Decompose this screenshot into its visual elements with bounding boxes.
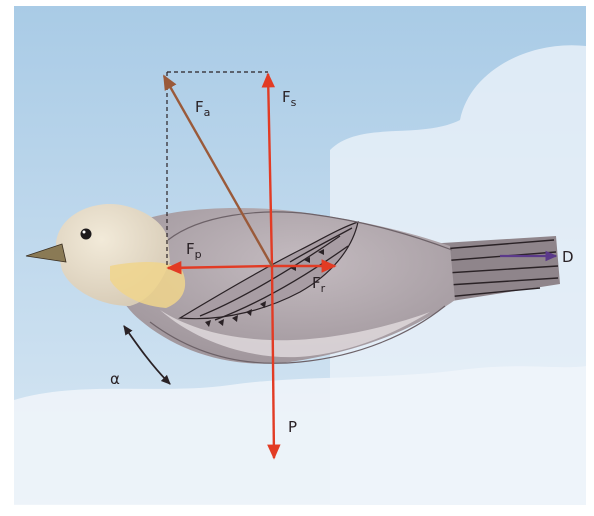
bird-eye [81,229,92,240]
label-alpha: α [110,370,120,388]
bird-eye-highlight [83,231,86,234]
label-d: D [562,248,574,266]
label-p: P [288,418,297,436]
